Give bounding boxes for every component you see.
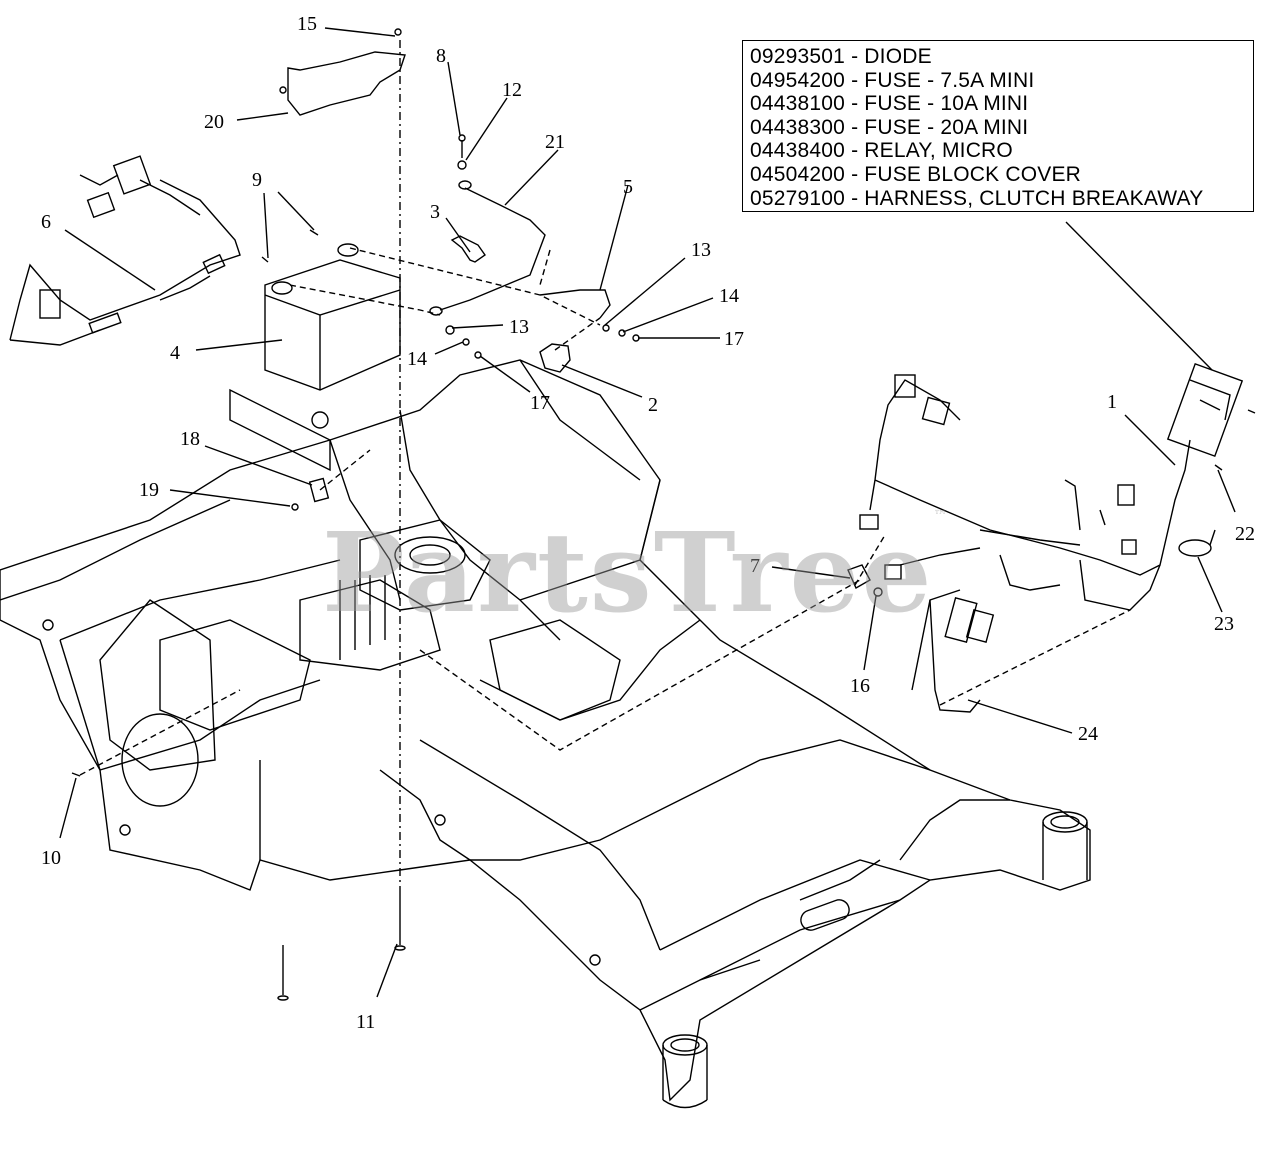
callout-21: 21 xyxy=(545,131,565,153)
bolt-11 xyxy=(277,890,406,1001)
callout-8: 8 xyxy=(436,45,446,67)
callout-labels: 15 8 12 21 20 3 5 9 6 13 14 17 4 13 14 1… xyxy=(41,13,1255,1033)
callout-11: 11 xyxy=(356,1011,375,1033)
cover-2 xyxy=(539,343,571,373)
callout-17-b: 17 xyxy=(530,392,550,414)
mower-frame xyxy=(0,359,1091,1109)
callout-14-a: 14 xyxy=(719,285,739,307)
callout-12: 12 xyxy=(502,79,522,101)
legend-line-fuse-10a: 04438100 - FUSE - 10A MINI xyxy=(750,92,1029,116)
legend-line-harness: 05279100 - HARNESS, CLUTCH BREAKAWAY xyxy=(750,186,1204,210)
callout-23: 23 xyxy=(1214,613,1234,635)
callout-9: 9 xyxy=(252,169,262,191)
legend-line-diode: 09293501 - DIODE xyxy=(750,45,932,68)
leader-lines xyxy=(59,27,1236,998)
bracket-20 xyxy=(279,51,406,116)
callout-22: 22 xyxy=(1235,523,1255,545)
cable-tie-23 xyxy=(1178,529,1216,557)
callout-13-a: 13 xyxy=(691,239,711,261)
callout-7: 7 xyxy=(750,555,760,577)
callout-4: 4 xyxy=(170,342,180,364)
legend-line-fuse-block-cover: 04504200 - FUSE BLOCK COVER xyxy=(750,162,1082,186)
callout-19: 19 xyxy=(139,479,159,501)
assembly-dashed-lines xyxy=(79,247,1131,776)
legend-line-fuse-20a: 04438300 - FUSE - 20A MINI xyxy=(750,115,1029,139)
callout-10: 10 xyxy=(41,847,61,869)
callout-14-b: 14 xyxy=(407,348,427,370)
callout-24: 24 xyxy=(1078,723,1098,745)
callout-15: 15 xyxy=(297,13,317,35)
callout-20: 20 xyxy=(204,111,224,133)
switch-18 xyxy=(308,477,330,503)
legend-line-fuse-7-5a: 04954200 - FUSE - 7.5A MINI xyxy=(750,68,1035,92)
callout-18: 18 xyxy=(180,428,200,450)
battery-cable-5 xyxy=(450,235,611,319)
harness-24 xyxy=(911,589,995,713)
callout-17-a: 17 xyxy=(724,328,744,350)
legend-line-relay: 04438400 - RELAY, MICRO xyxy=(750,139,1013,163)
callout-5: 5 xyxy=(623,176,633,198)
callout-16: 16 xyxy=(850,675,870,697)
callout-13-b: 13 xyxy=(509,316,529,338)
callout-2: 2 xyxy=(648,394,658,416)
callout-3: 3 xyxy=(430,201,440,223)
battery xyxy=(264,243,401,391)
callout-6: 6 xyxy=(41,211,51,233)
harness-6 xyxy=(9,155,241,346)
parts-legend: 09293501 - DIODE 04954200 - FUSE - 7.5A … xyxy=(742,40,1254,212)
callout-1: 1 xyxy=(1107,391,1117,413)
harness-1 xyxy=(859,362,1244,611)
battery-cable-21 xyxy=(429,180,546,316)
diode-7 xyxy=(847,564,883,597)
